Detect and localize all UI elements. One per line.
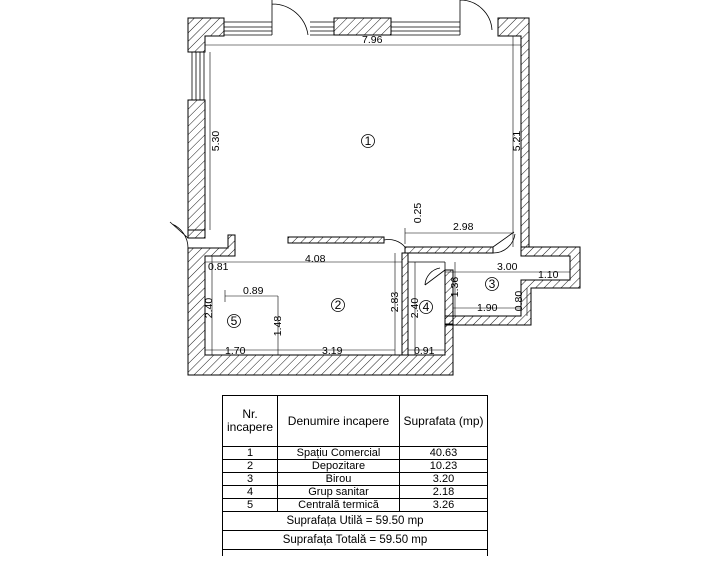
door-top-right (459, 0, 493, 35)
cell-nr: 5 (222, 498, 278, 512)
cell-name: Birou (277, 472, 400, 486)
table-row: 4 Grup sanitar 2.18 (222, 485, 488, 499)
dim-2-98: 2.98 (453, 221, 474, 233)
header-nr: Nr. incapere (222, 395, 278, 447)
walls (187, 17, 581, 376)
doors (169, 0, 516, 286)
table-header-row: Nr. incapere Denumire incapere Suprafata… (222, 395, 488, 447)
cell-name: Depozitare (277, 459, 400, 473)
dim-1-48: 1.48 (272, 316, 284, 337)
dim-2-83: 2.83 (389, 292, 401, 313)
dim-0-89: 0.89 (243, 285, 264, 297)
dim-5-21: 5.21 (511, 131, 523, 152)
dim-1-90: 1.90 (477, 302, 498, 314)
dim-3-19: 3.19 (322, 345, 343, 357)
wall-partition-2-4 (401, 252, 409, 356)
table-row: 2 Depozitare 10.23 (222, 459, 488, 473)
svg-text:2: 2 (335, 298, 342, 312)
room-marker-5: 5 (227, 314, 241, 328)
dim-1-70: 1.70 (225, 345, 246, 357)
dim-2-40-right: 2.40 (409, 298, 421, 319)
dimension-lines (205, 36, 570, 355)
cell-nr: 3 (222, 472, 278, 486)
wall-bottom-block (187, 234, 454, 376)
dim-2-40-left: 2.40 (203, 298, 215, 319)
door-top-left (271, 0, 309, 36)
table-trailing-row (222, 549, 488, 556)
dim-0-80: 0.80 (513, 291, 525, 312)
wall-left-stub (187, 229, 206, 239)
wall-left-middle (187, 99, 206, 231)
dim-5-30: 5.30 (210, 131, 222, 152)
dim-4-08: 4.08 (305, 253, 326, 265)
door-corridor (383, 239, 406, 248)
summary-useful-row: Suprafața Utilă = 59.50 mp (222, 511, 488, 531)
wall-partition-room2-top (287, 236, 385, 244)
room-marker-1: 1 (361, 134, 375, 148)
svg-text:3: 3 (489, 277, 496, 291)
rooms-area-table: Nr. incapere Denumire incapere Suprafata… (222, 395, 488, 556)
room-marker-2: 2 (331, 298, 345, 312)
dimension-labels: 7.96 5.30 5.21 0.25 2.98 3.00 1.10 0.81 … (203, 34, 559, 357)
cell-name: Spațiu Comercial (277, 446, 400, 460)
svg-text:4: 4 (423, 300, 430, 314)
glazing (188, 21, 460, 101)
floor-plan-drawing: 7.96 5.30 5.21 0.25 2.98 3.00 1.10 0.81 … (169, 0, 581, 376)
cell-area: 3.26 (399, 498, 488, 512)
cell-area: 40.63 (399, 446, 488, 460)
dim-0-25: 0.25 (412, 203, 424, 224)
room-marker-3: 3 (485, 277, 499, 291)
summary-useful-area: Suprafața Utilă = 59.50 mp (222, 511, 488, 531)
cell-nr: 2 (222, 459, 278, 473)
summary-total-area: Suprafața Totală = 59.50 mp (222, 530, 488, 550)
door-left (169, 221, 189, 249)
door-room3 (492, 231, 516, 254)
svg-text:5: 5 (231, 314, 238, 328)
header-name: Denumire incapere (277, 395, 400, 447)
wall-top-middle (333, 17, 392, 36)
room-marker-4: 4 (419, 300, 433, 314)
door-room4 (424, 267, 446, 286)
dim-0-91: 0.91 (414, 345, 435, 357)
table-row: 3 Birou 3.20 (222, 472, 488, 486)
dim-1-36: 1.36 (449, 277, 461, 298)
summary-total-row: Suprafața Totală = 59.50 mp (222, 530, 488, 550)
wall-right-annex (444, 246, 581, 326)
cell-area: 10.23 (399, 459, 488, 473)
wall-top-left-corner (187, 17, 225, 53)
wall-partition-right-top (404, 246, 494, 254)
cell-nr: 4 (222, 485, 278, 499)
cell-area: 2.18 (399, 485, 488, 499)
svg-text:1: 1 (365, 134, 372, 148)
room-markers: 1 2 3 4 5 (227, 134, 499, 328)
table-row: 5 Centrală termică 3.26 (222, 498, 488, 512)
cell-name: Grup sanitar (277, 485, 400, 499)
dim-7-96: 7.96 (362, 34, 383, 46)
dim-3-00: 3.00 (497, 261, 518, 273)
cell-name: Centrală termică (277, 498, 400, 512)
cell-area: 3.20 (399, 472, 488, 486)
cell-nr: 1 (222, 446, 278, 460)
table-row: 1 Spațiu Comercial 40.63 (222, 446, 488, 460)
dim-0-81: 0.81 (208, 261, 229, 273)
dim-1-10: 1.10 (538, 269, 559, 281)
header-area: Suprafata (mp) (399, 395, 488, 447)
